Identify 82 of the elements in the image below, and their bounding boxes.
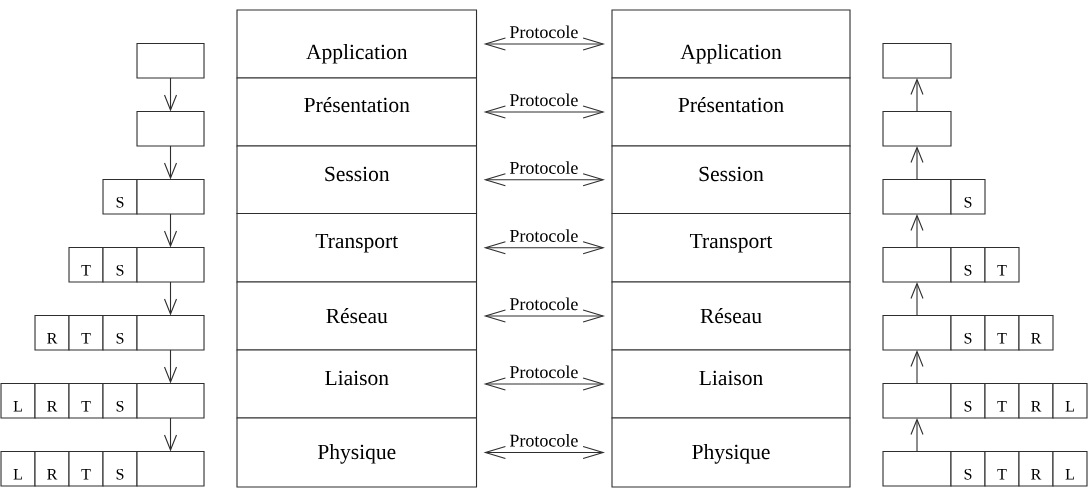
header-cell: R [34, 314, 70, 351]
header-cell: T [68, 314, 104, 351]
edge-label: Protocole [508, 25, 579, 39]
data-box [882, 382, 952, 419]
header-cell: L [1052, 450, 1088, 487]
arrow [910, 350, 924, 385]
arrow [910, 146, 924, 181]
arrow [483, 377, 605, 391]
header-cell: R [34, 450, 70, 487]
arrow [910, 418, 924, 453]
arrow [163, 281, 178, 316]
layer-box: Transport [611, 212, 851, 283]
header-cell: T [68, 450, 104, 487]
header-cell: T [68, 246, 104, 283]
header-cell: T [984, 246, 1020, 283]
layer-box: Application [236, 9, 478, 79]
arrow [483, 445, 605, 460]
header-cell: S [102, 382, 138, 419]
header-cell: S [102, 246, 138, 283]
header-cell: S [950, 314, 986, 351]
data-box [136, 314, 205, 351]
arrow [163, 213, 178, 248]
data-box [882, 110, 952, 147]
layer-box: Physique [236, 417, 478, 488]
layer-box: Réseau [611, 281, 851, 351]
arrow [483, 241, 605, 255]
header-cell: R [1018, 314, 1054, 351]
data-box [136, 42, 205, 79]
data-box [136, 110, 205, 147]
header-cell: R [1018, 450, 1054, 487]
header-cell: R [1018, 382, 1054, 419]
header-cell: S [102, 450, 138, 487]
layer-box: Session [611, 145, 851, 215]
layer-box: Liaison [236, 349, 478, 419]
edge-label: Protocole [508, 228, 579, 243]
data-box [136, 178, 205, 215]
edge-label: Protocole [508, 160, 579, 175]
header-cell: T [984, 382, 1020, 419]
header-cell: S [950, 178, 986, 215]
layer-box: Présentation [611, 77, 851, 147]
data-box [882, 314, 952, 351]
arrow [910, 78, 924, 113]
header-cell: T [68, 382, 104, 419]
arrow [910, 282, 924, 317]
data-box [136, 382, 205, 419]
data-box [882, 178, 952, 215]
layer-box: Liaison [611, 349, 851, 419]
layer-box: Réseau [236, 281, 478, 351]
header-cell: T [984, 314, 1020, 351]
data-box [136, 450, 205, 487]
header-cell: S [950, 450, 986, 487]
header-cell: S [950, 246, 986, 283]
arrow [163, 77, 178, 112]
data-box [882, 246, 952, 283]
arrow [163, 145, 178, 180]
data-box [882, 42, 952, 79]
layer-box: Présentation [236, 77, 478, 147]
header-cell: S [950, 382, 986, 419]
header-cell: L [0, 450, 36, 487]
edge-label: Protocole [508, 93, 579, 107]
header-cell: S [102, 314, 138, 351]
data-box [136, 246, 205, 283]
arrow [483, 173, 605, 187]
arrow [910, 214, 924, 249]
edge-label: Protocole [508, 433, 579, 448]
arrow [483, 309, 605, 323]
header-cell: S [102, 178, 138, 215]
layer-box: Application [611, 9, 851, 79]
arrow [163, 417, 178, 452]
layer-box: Transport [236, 212, 478, 283]
arrow [483, 105, 605, 119]
header-cell: R [34, 382, 70, 419]
layer-box: Physique [611, 417, 851, 488]
edge-label: Protocole [508, 297, 579, 311]
header-cell: L [1052, 382, 1088, 419]
edge-label: Protocole [508, 365, 579, 379]
data-box [882, 450, 952, 487]
arrow [483, 37, 605, 51]
header-cell: T [984, 450, 1020, 487]
layer-box: Session [236, 145, 478, 215]
arrow [163, 349, 178, 384]
header-cell: L [0, 382, 36, 419]
